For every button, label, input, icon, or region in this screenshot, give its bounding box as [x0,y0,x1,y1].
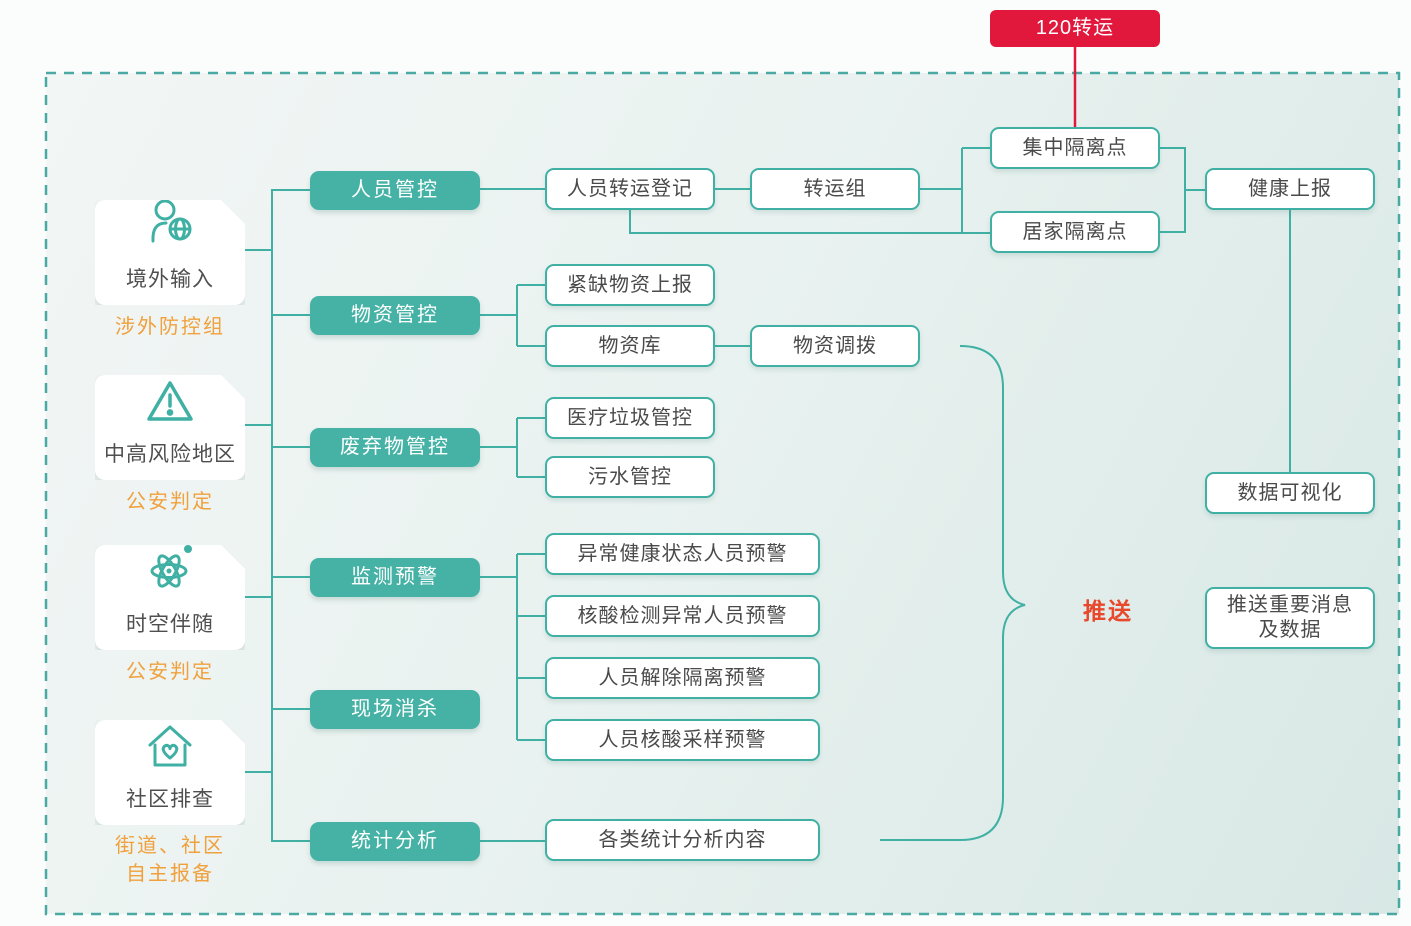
node-label: 污水管控 [588,465,672,488]
source-card-risk-area: 中高风险地区 [95,375,245,480]
module-label: 人员管控 [351,179,439,201]
node-supplies-warehouse: 物资库 [545,325,715,367]
warning-triangle-icon [143,377,197,430]
node-label-line2: 及数据 [1258,619,1322,641]
node-home-isolation: 居家隔离点 [990,211,1160,253]
node-transfer-registration: 人员转运登记 [545,168,715,210]
node-push-messages: 推送重要消息 及数据 [1205,587,1375,649]
module-monitor-warning: 监测预警 [310,558,480,597]
source-card-label: 中高风险地区 [104,443,236,466]
node-health-report: 健康上报 [1205,168,1375,210]
module-supplies-control: 物资管控 [310,296,480,335]
source-card-sublabel: 街道、社区 自主报备 [75,832,265,888]
node-label: 人员核酸采样预警 [598,728,767,751]
node-nucleic-abnormal-warning: 核酸检测异常人员预警 [545,595,820,637]
source-card-sublabel-line2: 自主报备 [126,863,214,885]
node-label: 转运组 [803,177,867,200]
node-label: 物资库 [598,334,662,357]
node-120-transfer-label: 120转运 [1035,17,1115,39]
source-card-sublabel-line1: 街道、社区 [115,835,225,857]
person-globe-icon [143,198,197,255]
source-card-overseas-input: 境外输入 [95,200,245,305]
atom-icon [142,541,198,600]
node-label-line1: 推送重要消息 [1227,594,1353,616]
module-statistics: 统计分析 [310,822,480,861]
node-nucleic-sampling-warning: 人员核酸采样预警 [545,719,820,761]
node-label: 各类统计分析内容 [598,828,767,851]
node-120-transfer: 120转运 [990,10,1160,47]
module-label: 现场消杀 [351,698,439,720]
source-card-label: 社区排查 [126,788,214,811]
node-label: 人员转运登记 [567,177,693,200]
node-supplies-allocation: 物资调拨 [750,325,920,367]
source-card-sublabel: 涉外防控组 [115,316,225,338]
node-medical-waste-control: 医疗垃圾管控 [545,397,715,439]
node-transfer-group: 转运组 [750,168,920,210]
module-site-disinfection: 现场消杀 [310,690,480,729]
house-heart-icon [142,720,198,775]
node-label: 医疗垃圾管控 [567,406,693,429]
node-label: 异常健康状态人员预警 [577,542,788,565]
source-card-spacetime: 时空伴随 [95,545,245,650]
node-label: 核酸检测异常人员预警 [577,604,788,627]
source-card-label: 时空伴随 [126,613,214,636]
node-label: 居家隔离点 [1022,220,1128,243]
node-data-visualization: 数据可视化 [1205,472,1375,514]
node-label: 集中隔离点 [1022,136,1128,159]
module-label: 废弃物管控 [340,436,450,458]
node-release-isolation-warning: 人员解除隔离预警 [545,657,820,699]
source-card-sublabel: 公安判定 [126,491,214,513]
module-label: 监测预警 [351,566,439,588]
node-label: 数据可视化 [1237,481,1343,504]
node-label: 紧缺物资上报 [567,273,693,296]
module-waste-control: 废弃物管控 [310,428,480,467]
module-label: 物资管控 [351,304,439,326]
module-personnel-control: 人员管控 [310,171,480,210]
node-scarce-supplies-report: 紧缺物资上报 [545,264,715,306]
node-label: 人员解除隔离预警 [598,666,767,689]
node-sewage-control: 污水管控 [545,456,715,498]
node-label: 健康上报 [1248,177,1332,200]
node-stats-content: 各类统计分析内容 [545,819,820,861]
source-card-community-check: 社区排查 [95,720,245,825]
node-central-isolation: 集中隔离点 [990,127,1160,169]
source-card-sublabel: 公安判定 [126,661,214,683]
module-label: 统计分析 [351,830,439,852]
push-label: 推送 [1083,598,1133,624]
node-label: 物资调拨 [793,334,877,357]
node-abnormal-health-warning: 异常健康状态人员预警 [545,533,820,575]
source-card-label: 境外输入 [126,268,214,291]
